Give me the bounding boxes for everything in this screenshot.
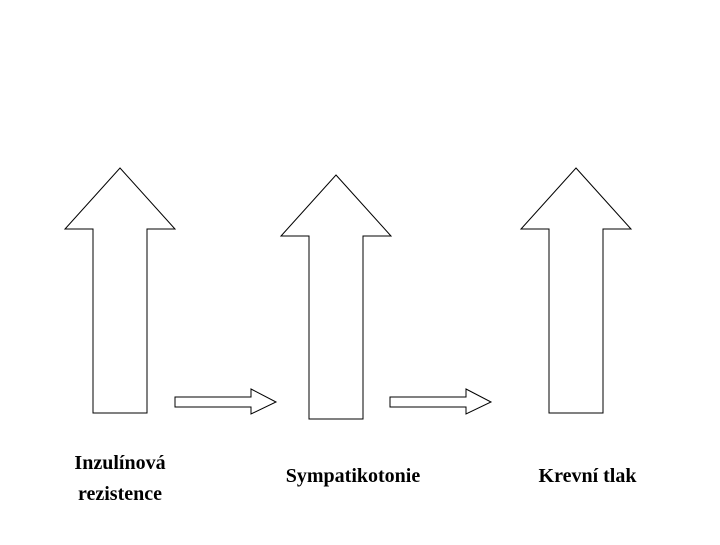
up-arrow-sympathicotonia-icon xyxy=(279,174,393,420)
label-insulin-resistance: Inzulínová rezistence xyxy=(30,448,210,510)
right-arrow-link-2-icon xyxy=(389,388,493,415)
label-insulin-line-1: Inzulínová xyxy=(74,452,166,474)
label-sympathicotonia: Sympatikotonie xyxy=(253,461,453,492)
up-arrow-blood-pressure-icon xyxy=(519,167,633,414)
right-arrow-link-1-icon xyxy=(174,388,278,415)
label-blood-pressure: Krevní tlak xyxy=(500,461,675,492)
label-sympathicotonia-line-1: Sympatikotonie xyxy=(285,465,421,487)
label-insulin-line-2: rezistence xyxy=(77,483,163,505)
label-blood-pressure-line-1: Krevní tlak xyxy=(538,465,637,487)
up-arrow-insulin-icon xyxy=(63,167,177,414)
